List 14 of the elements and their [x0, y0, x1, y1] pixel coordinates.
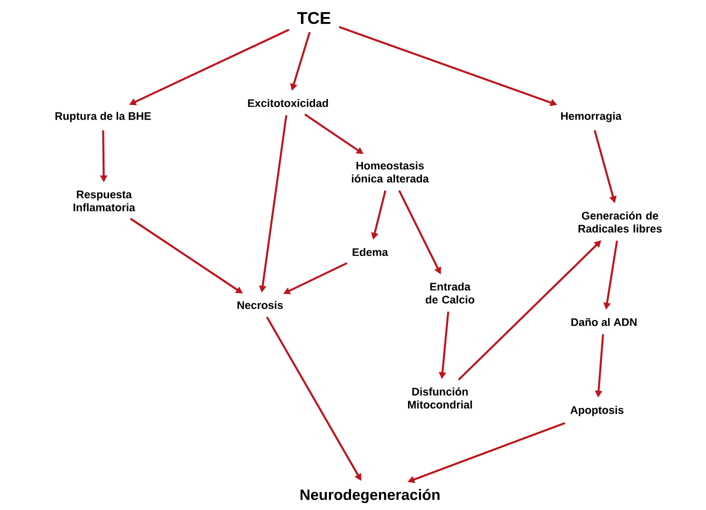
- flow-text: Ruptura de la BHE: [55, 112, 151, 122]
- flow-text: Excitotoxicidad: [248, 98, 328, 108]
- flow-text: Generación de Radicales libres: [578, 211, 662, 233]
- flow-text: Daño al ADN: [571, 318, 637, 326]
- flow-text: Entrada de Calcio: [426, 282, 474, 304]
- flow-text: Neurodegeneración: [300, 488, 440, 504]
- flow-text: Apoptosis: [570, 406, 624, 416]
- flow-text: Necrosis: [238, 300, 283, 310]
- flow-text: Edema: [352, 248, 388, 256]
- flow-text: Disfunción Mitocondrial: [408, 387, 472, 409]
- flow-text: Respuesta Inflamatoria: [74, 190, 136, 212]
- flow-text: TCE: [297, 12, 330, 24]
- flow-text: Hemorragia: [561, 112, 622, 122]
- flow-text: Homeostasis iónica alterada: [352, 161, 429, 183]
